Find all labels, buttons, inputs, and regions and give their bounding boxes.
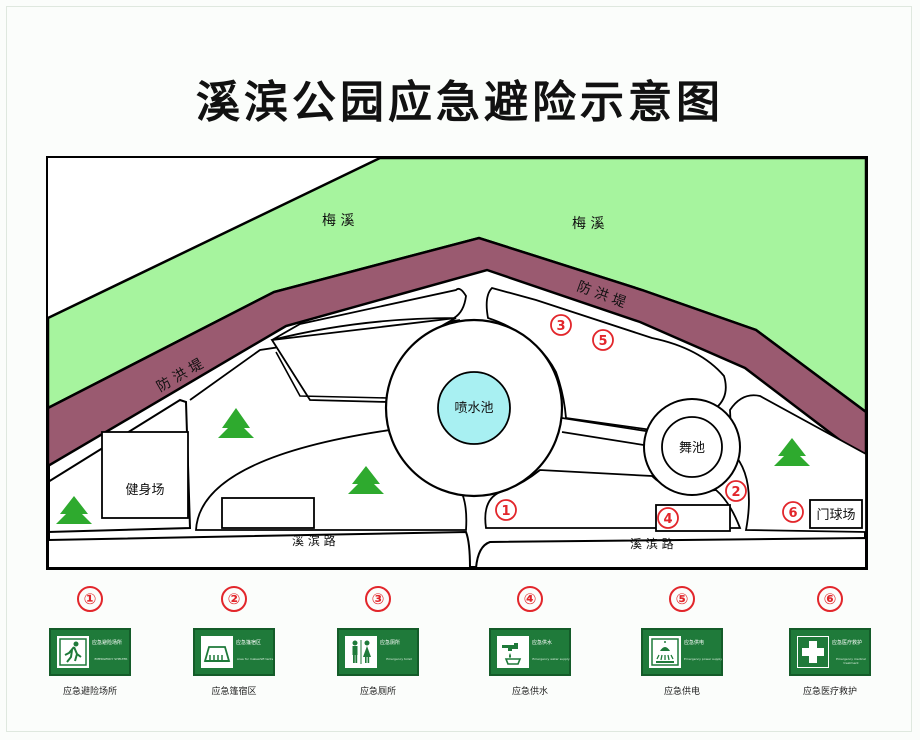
marker-1: 1	[495, 499, 517, 521]
tent-icon	[201, 636, 233, 668]
fitness-label: 健身场	[125, 482, 164, 498]
fountain-pool	[437, 371, 511, 445]
svg-text:4: 4	[663, 512, 672, 527]
legend-number: ③	[365, 586, 391, 612]
legend-number: ①	[77, 586, 103, 612]
sign-subtext: Emergency toilet	[386, 657, 412, 661]
river-label: 梅 溪	[572, 216, 604, 232]
legend-item: ⑥ 应急医疗救护 Emergency medical treatment 应急医…	[760, 586, 900, 697]
diagonal-path	[275, 351, 389, 399]
marker-2: 2	[725, 480, 747, 502]
marker-4: 4	[657, 507, 679, 529]
sign-text: 应急医疗救护	[832, 640, 863, 646]
running-exit-icon	[57, 636, 89, 668]
dance-floor	[661, 416, 723, 478]
sign-text: 应急厕所	[380, 640, 401, 646]
legend-number: ⑥	[817, 586, 843, 612]
toilet-icon	[345, 636, 377, 668]
legend-caption: 应急厕所	[359, 687, 396, 697]
road-label: 溪 滨 路	[630, 536, 674, 551]
tree-icon	[774, 438, 810, 466]
sign-emergency-shelter: 应急避险场所 EMERGENCY SHELTER	[49, 628, 131, 676]
svg-text:5: 5	[598, 334, 607, 349]
road-label: 溪 滨 路	[292, 533, 336, 548]
dance-floor-label: 舞池	[679, 441, 705, 456]
gateball-label: 门球场	[816, 508, 855, 523]
marker-5: 5	[592, 329, 614, 351]
fitness-area	[101, 431, 189, 519]
sign-subtext: Emergency power supply	[684, 657, 722, 661]
marker-6: 6	[782, 501, 804, 523]
sign-water-supply: 应急供水 Emergency water supply	[489, 628, 571, 676]
legend-caption: 应急避险场所	[62, 687, 117, 697]
sign-text: 应急篷宿区	[236, 640, 262, 646]
road-left	[47, 530, 472, 569]
tree-icon	[218, 408, 254, 438]
legend-item: ③ 应急厕所 Emergency toilet 应急厕所	[308, 586, 448, 697]
svg-text:6: 6	[788, 506, 797, 521]
sign-subtext: Emergency water supply	[532, 657, 570, 661]
east-path-a	[561, 417, 653, 433]
legend-caption: 应急供水	[511, 687, 548, 697]
river-label: 梅 溪	[322, 213, 354, 229]
sign-tent-area: 应急篷宿区 Area for makeshift tents	[193, 628, 275, 676]
page-title: 溪滨公园应急避险示意图	[196, 77, 724, 128]
marker-3: 3	[550, 314, 572, 336]
sign-medical: 应急医疗救护 Emergency medical treatment	[789, 628, 871, 676]
legend-number: ⑤	[669, 586, 695, 612]
legend-number: ②	[221, 586, 247, 612]
legend-item: ④ 应急供水 Emergency water supply 应急供水	[460, 586, 600, 697]
water-tap-icon	[497, 636, 529, 668]
medical-cross-icon	[797, 636, 829, 668]
legend-item: ⑤ 应急供电 Emergency power supply 应急供电	[612, 586, 752, 697]
sign-text: 应急避险场所	[92, 640, 123, 646]
sign-subtext: EMERGENCY SHELTER	[94, 657, 128, 661]
legend-number: ④	[517, 586, 543, 612]
legend-caption: 应急医疗救护	[802, 687, 857, 697]
svg-text:1: 1	[501, 504, 510, 519]
sign-text: 应急供水	[532, 640, 553, 646]
legend-caption: 应急篷宿区	[211, 687, 257, 697]
left-path	[47, 398, 192, 533]
road-right	[474, 536, 867, 569]
tree-icon	[56, 496, 92, 524]
sign-text: 应急供电	[684, 640, 705, 646]
legend-item: ② 应急篷宿区 Area for makeshift tents 应急篷宿区	[164, 586, 304, 697]
east-path-b	[561, 431, 651, 447]
poster-border	[6, 6, 912, 732]
svg-text:3: 3	[556, 319, 565, 334]
tree-icon	[348, 466, 384, 494]
sign-subtext: Emergency medical treatment	[836, 657, 866, 665]
legend-caption: 应急供电	[663, 687, 700, 697]
gateball-court	[809, 499, 863, 529]
legend-item: ① 应急避险场所 EMERGENCY SHELTER 应急避险场所	[20, 586, 160, 697]
plot-box	[221, 497, 315, 529]
sign-toilet: 应急厕所 Emergency toilet	[337, 628, 419, 676]
nw-lawn-edge	[271, 287, 467, 341]
fountain-label: 喷水池	[454, 401, 493, 416]
sign-subtext: Area for makeshift tents	[236, 657, 274, 661]
power-icon	[649, 636, 681, 668]
sign-power-supply: 应急供电 Emergency power supply	[641, 628, 723, 676]
svg-text:2: 2	[731, 485, 740, 500]
